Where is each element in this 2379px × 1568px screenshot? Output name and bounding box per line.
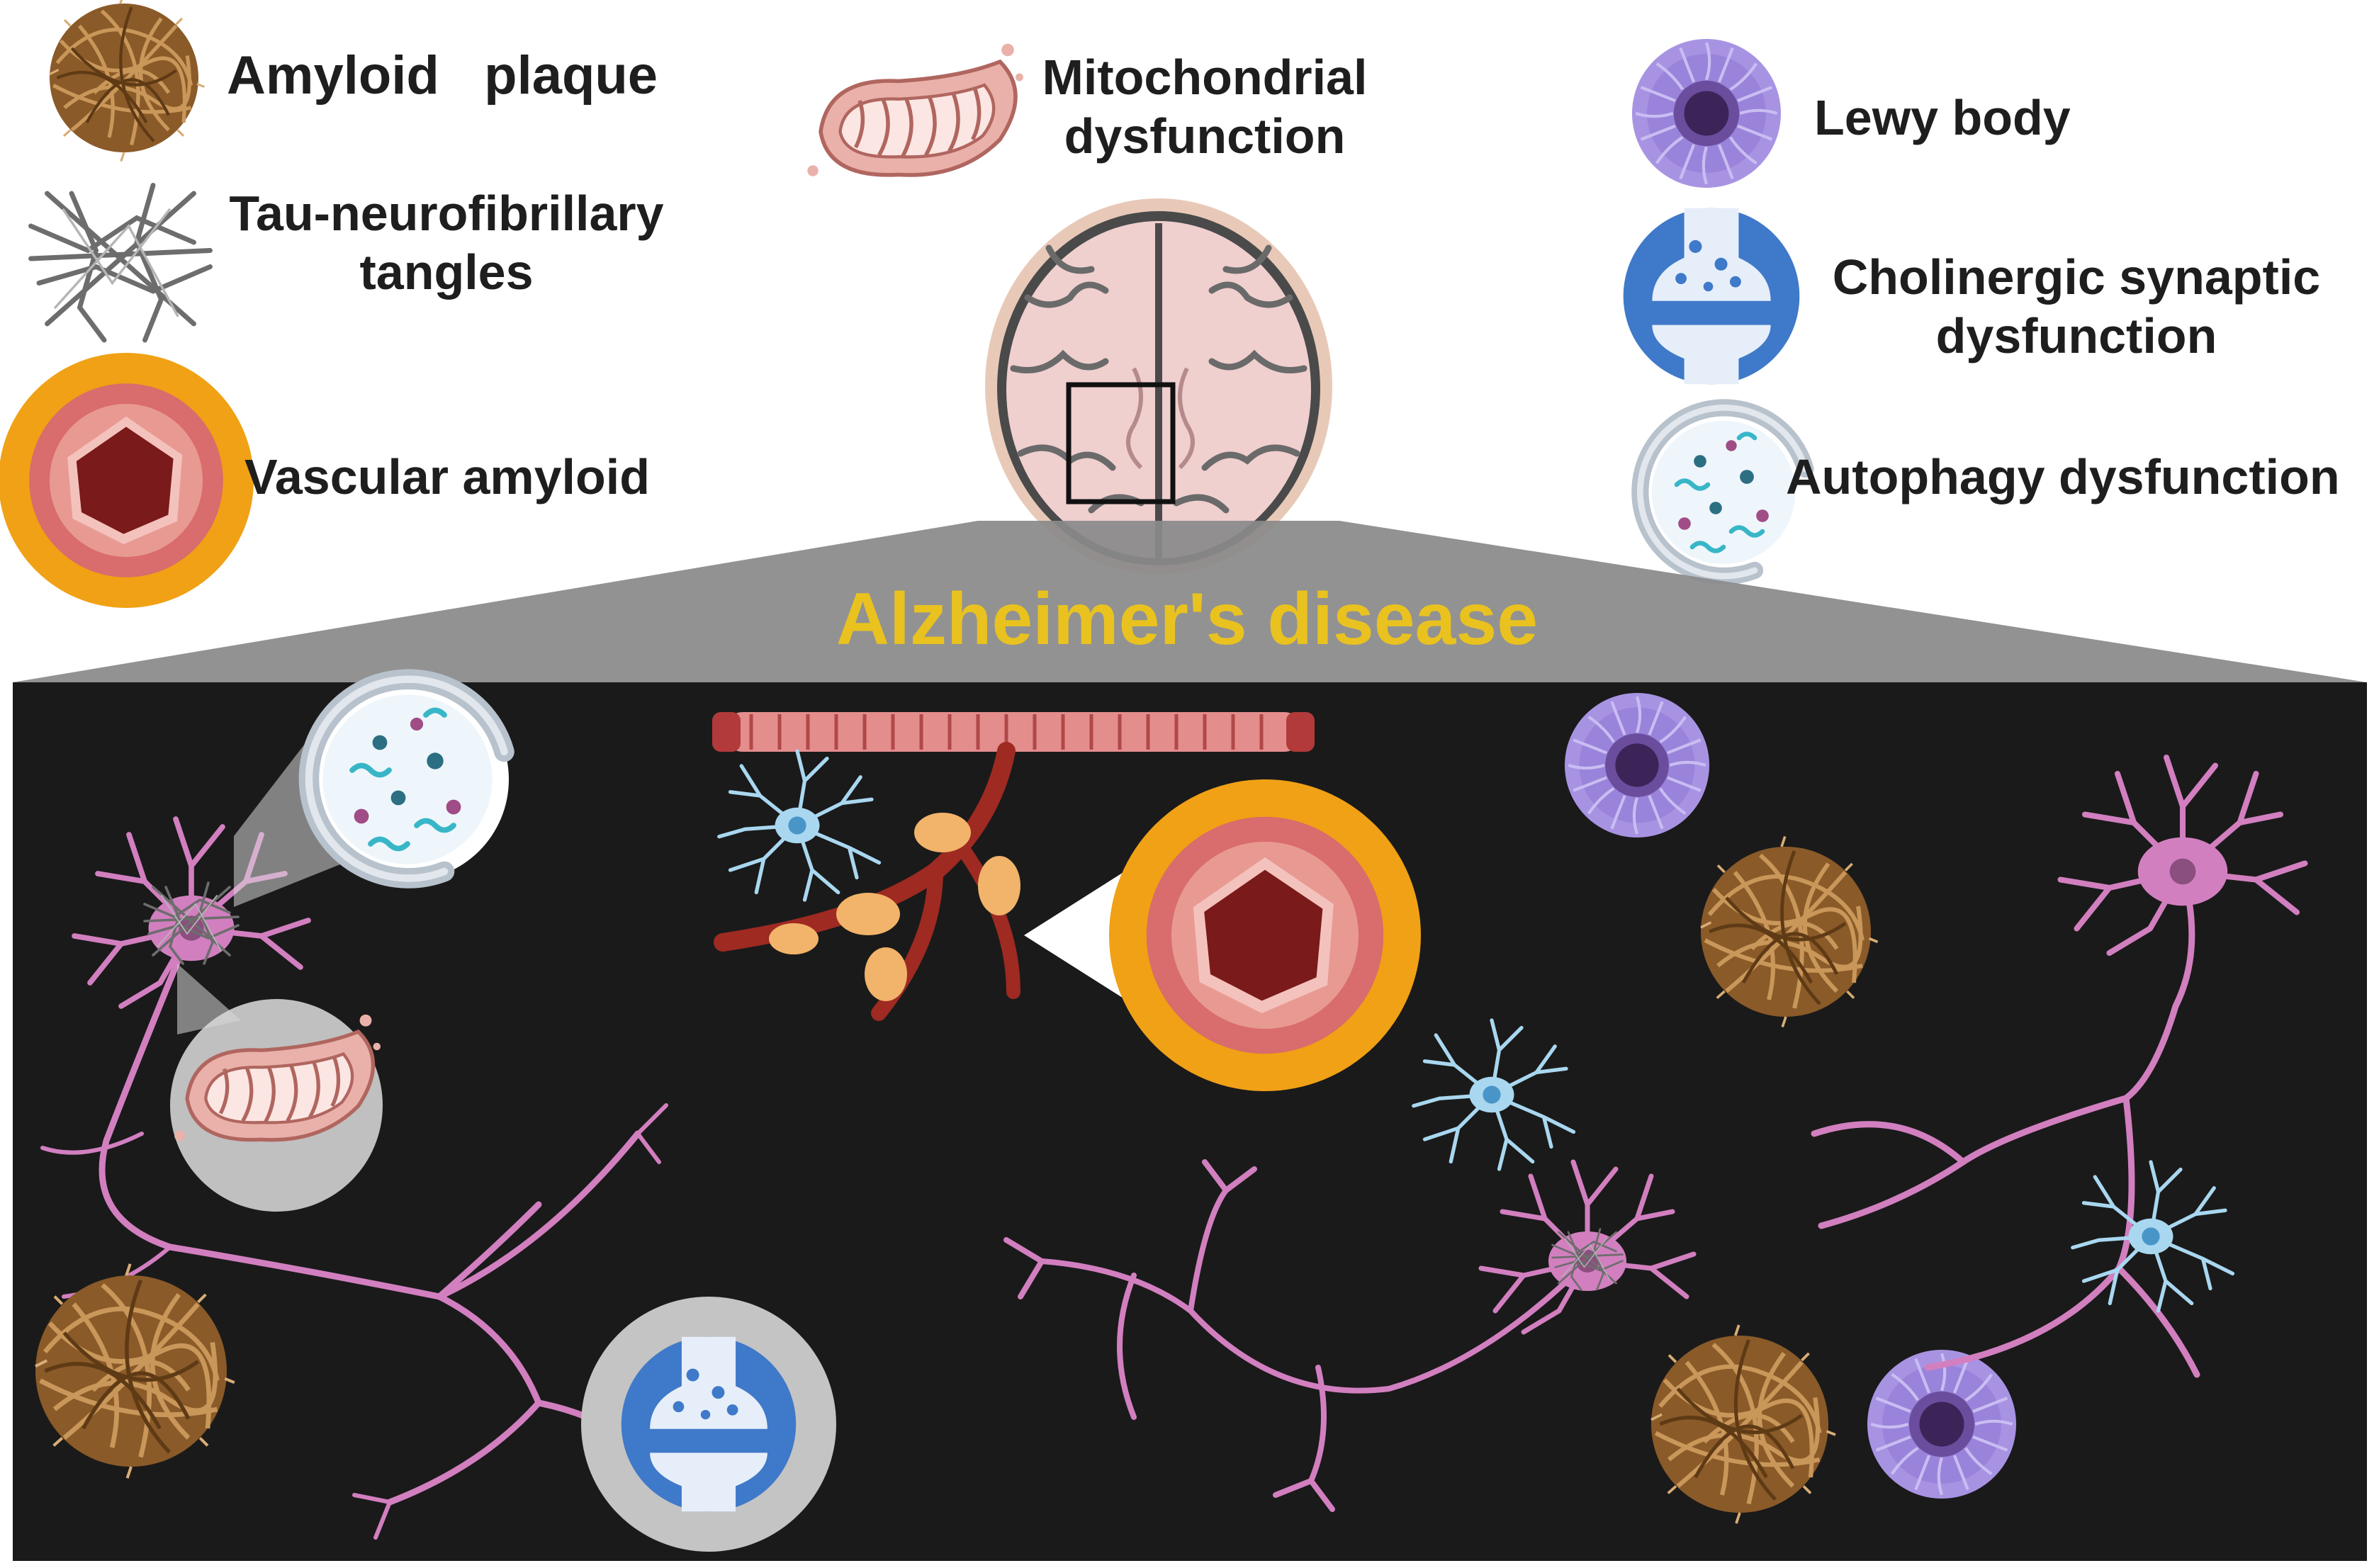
panel-content xyxy=(35,678,2305,1552)
lewy-body-icon xyxy=(1867,1350,2016,1499)
synapse-icon xyxy=(621,1336,797,1512)
autophagosome-icon xyxy=(1638,407,1809,578)
legend-label-cholinergic: Cholinergic synaptic dysfunction xyxy=(1814,248,2339,365)
legend-label-cholinergic-line2: dysfunction xyxy=(1935,308,2217,363)
diagram-title: Alzheimer's disease xyxy=(836,578,1539,660)
legend-label-mito-line2: dysfunction xyxy=(1064,108,1346,164)
zoom-funnel xyxy=(13,521,2367,682)
tau-tangle-icon xyxy=(31,186,210,341)
brain-section-icon xyxy=(985,198,1332,574)
lewy-body-icon xyxy=(1632,39,1781,188)
legend-label-tau-line2: tangles xyxy=(359,244,534,300)
legend-label-cholinergic-line1: Cholinergic synaptic xyxy=(1832,249,2321,305)
mitochondrion-icon xyxy=(807,44,1023,176)
blood-vessel-icon xyxy=(712,712,1315,1021)
neuron-icon xyxy=(1003,1159,1694,1512)
legend-label-vascular-amyloid: Vascular amyloid xyxy=(244,449,650,504)
lewy-body-icon xyxy=(1565,693,1709,837)
legend-label-lewy-body: Lewy body xyxy=(1814,90,2071,145)
vascular-amyloid-icon xyxy=(0,353,254,608)
legend-label-tau: Tau-neurofibrillary tangles xyxy=(213,184,680,301)
legend-label-mitochondrial: Mitochondrial dysfunction xyxy=(1028,48,1382,165)
autophagosome-icon xyxy=(306,678,509,881)
legend-label-tau-line1: Tau-neurofibrillary xyxy=(229,186,664,241)
synapse-icon xyxy=(1623,208,1800,385)
legend-label-mito-line1: Mitochondrial xyxy=(1042,50,1368,105)
legend-label-amyloid-plaque: Amyloid plaque xyxy=(227,45,658,106)
amyloid-plaque-icon xyxy=(50,0,204,162)
vascular-amyloid-icon xyxy=(1109,779,1421,1091)
legend-label-autophagy: Autophagy dysfunction xyxy=(1786,449,2340,504)
